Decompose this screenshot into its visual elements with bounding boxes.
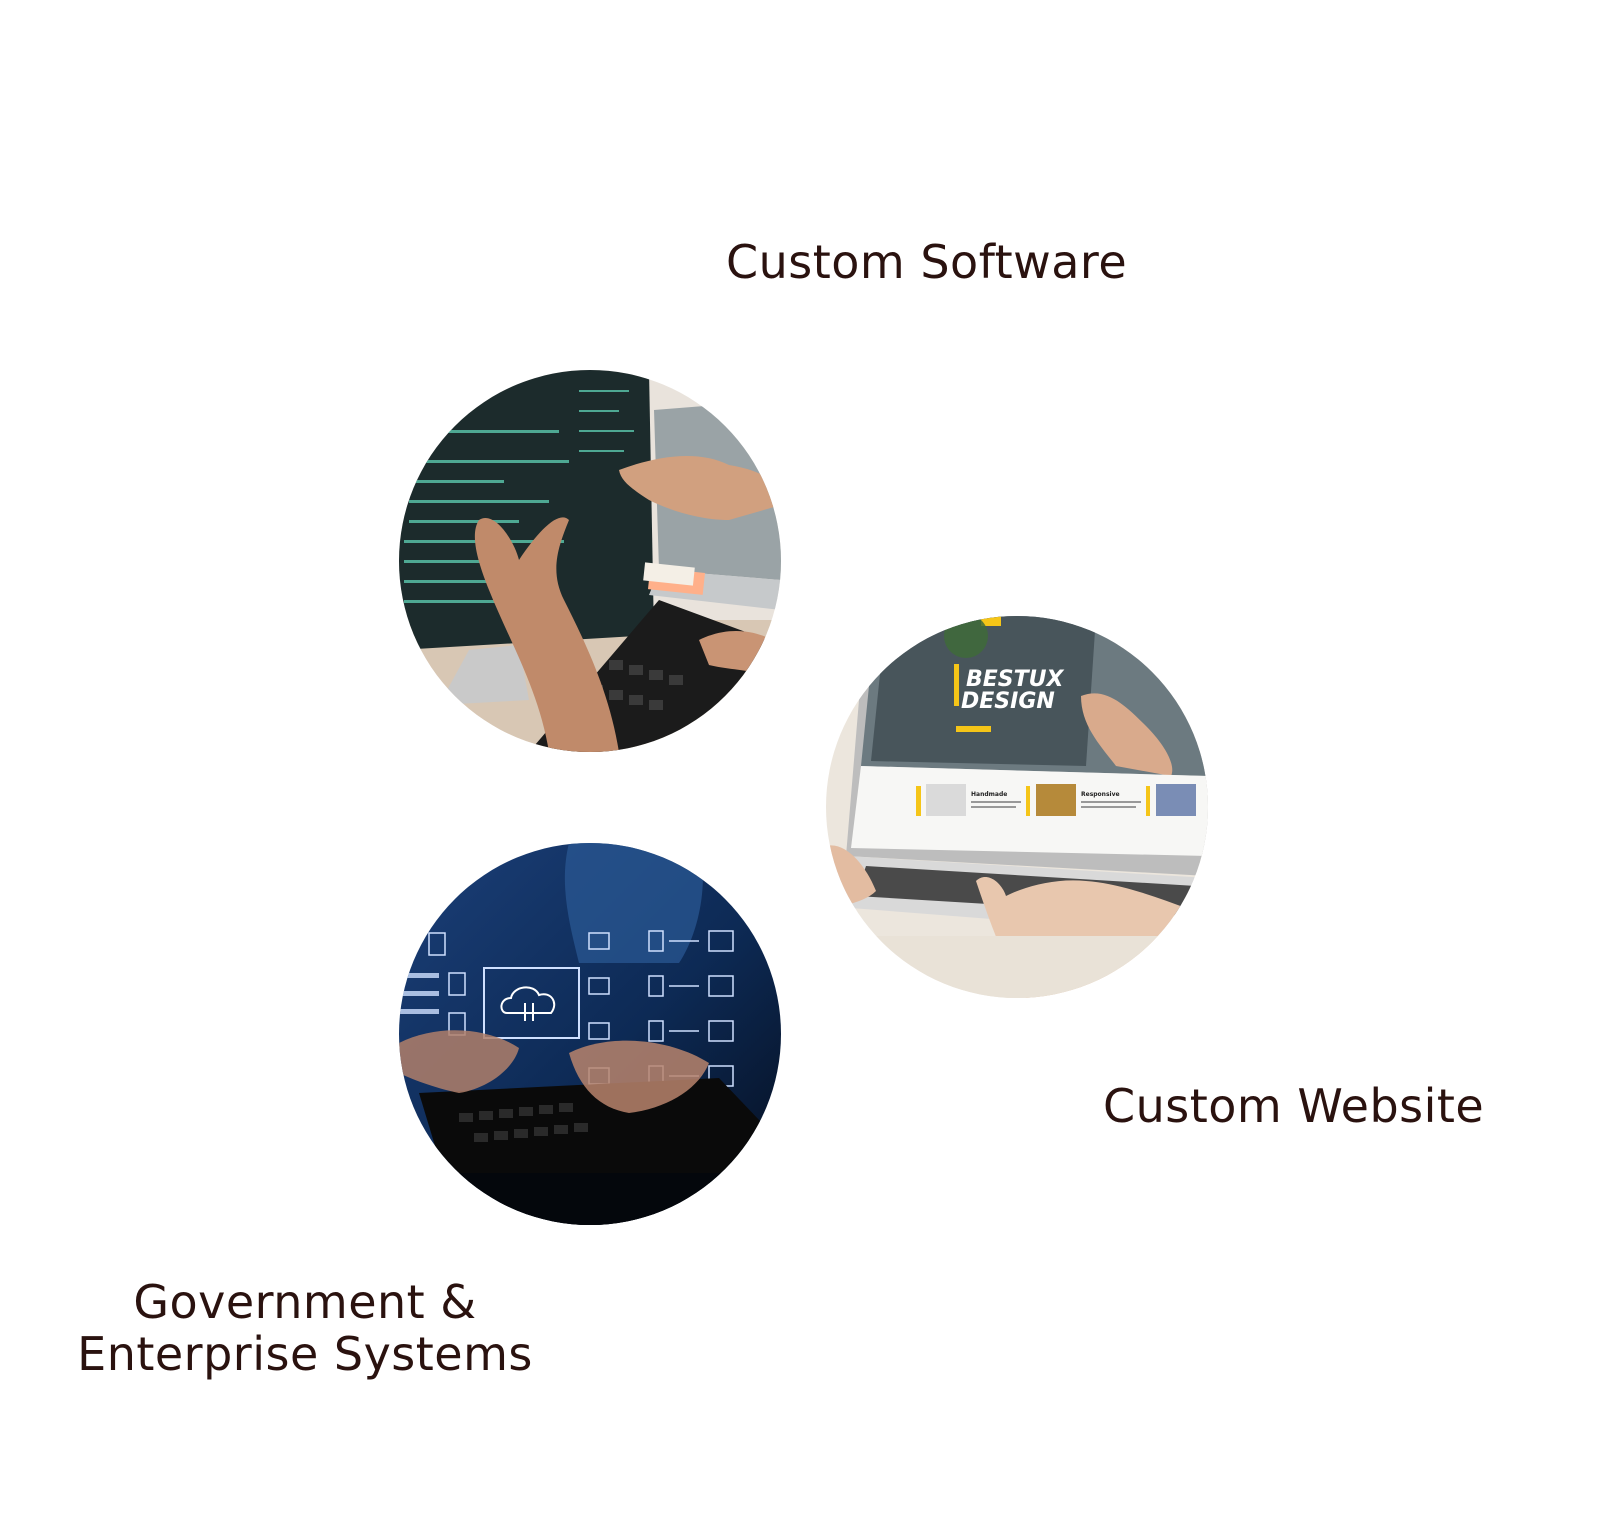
coding-monitor-photo [399, 370, 781, 752]
service-label-custom-website: Custom Website [1103, 1079, 1485, 1133]
service-label-gov-line1: Government & [133, 1275, 477, 1329]
website-headline-line1: BESTUX [966, 667, 1065, 692]
web-design-laptop-photo: BESTUX DESIGN Handmade Responsive [826, 616, 1208, 998]
service-label-gov-line2: Enterprise Systems [77, 1327, 533, 1381]
service-label-custom-software: Custom Software [726, 235, 1128, 289]
service-label-government-enterprise: Government & Enterprise Systems [60, 1276, 550, 1380]
website-card1-title: Handmade [971, 791, 1007, 798]
website-card2-title: Responsive [1081, 791, 1120, 798]
enterprise-cloud-typing-photo [399, 843, 781, 1225]
website-headline-line2: DESIGN [961, 689, 1055, 714]
